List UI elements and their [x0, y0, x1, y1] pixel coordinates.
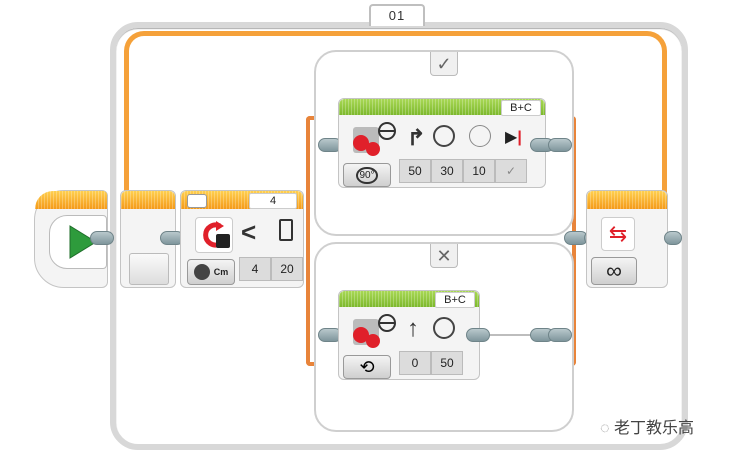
loop-end-block[interactable]: ⇆ ∞ — [586, 190, 668, 288]
power-icon — [433, 317, 455, 339]
move-steering-block-true[interactable]: B+C ↱ ▶| 90° 50 30 10 ✓ — [338, 98, 546, 188]
sensor-port-value[interactable]: 4 — [249, 193, 297, 209]
motor-ports[interactable]: B+C — [501, 100, 541, 116]
sequence-connector[interactable] — [548, 328, 572, 342]
play-icon — [49, 215, 107, 269]
sequence-connector[interactable] — [466, 328, 490, 342]
degrees-icon — [469, 125, 491, 147]
loop-wire — [124, 31, 667, 201]
threshold-icon — [279, 219, 293, 241]
watermark: ◌ 老丁教乐高 — [600, 420, 694, 437]
switch-mode-button[interactable]: Cm — [187, 259, 235, 285]
degrees-param[interactable]: 10 — [463, 159, 495, 183]
steering-icon: ↱ — [407, 125, 426, 150]
on-mode-icon[interactable]: ⟲ — [343, 355, 391, 379]
check-icon[interactable]: ✓ — [430, 52, 458, 76]
loop-icon: ⇆ — [601, 217, 635, 251]
sequence-connector[interactable] — [548, 138, 572, 152]
brake-icon: ▶| — [505, 129, 522, 146]
loop-name-label[interactable]: 01 — [369, 4, 425, 26]
start-block[interactable] — [34, 190, 108, 288]
compare-symbol: < — [241, 217, 257, 247]
mode-unit-label: Cm — [213, 267, 229, 277]
rotate-degrees-icon[interactable]: 90° — [343, 163, 391, 187]
power-icon — [433, 125, 455, 147]
ultrasonic-sensor-icon — [195, 217, 233, 253]
power-param[interactable]: 30 — [431, 159, 463, 183]
infinity-icon[interactable]: ∞ — [591, 257, 637, 285]
steering-param[interactable]: 0 — [399, 351, 431, 375]
threshold-param[interactable]: 20 — [271, 257, 303, 281]
wechat-icon: ◌ — [600, 420, 610, 437]
loop-start-block[interactable] — [120, 190, 176, 288]
sequence-wire — [490, 334, 534, 336]
move-steering-icon — [351, 313, 397, 349]
sequence-connector[interactable] — [90, 231, 114, 245]
compare-type-param[interactable]: 4 — [239, 257, 271, 281]
steering-icon: ↑ — [407, 315, 419, 342]
switch-block[interactable]: 4 < Cm 4 20 — [180, 190, 304, 288]
x-icon[interactable]: ✕ — [430, 244, 458, 268]
power-param[interactable]: 50 — [431, 351, 463, 375]
move-steering-block-false[interactable]: B+C ↑ ⟲ 0 50 — [338, 290, 480, 380]
motor-ports[interactable]: B+C — [435, 292, 475, 308]
ultrasonic-mode-icon — [193, 264, 210, 280]
switch-left-bracket — [306, 116, 316, 366]
brake-param[interactable]: ✓ — [495, 159, 527, 183]
sequence-connector[interactable] — [664, 231, 682, 245]
steering-param[interactable]: 50 — [399, 159, 431, 183]
sensor-port-icon — [187, 194, 207, 208]
move-steering-icon — [351, 121, 397, 157]
